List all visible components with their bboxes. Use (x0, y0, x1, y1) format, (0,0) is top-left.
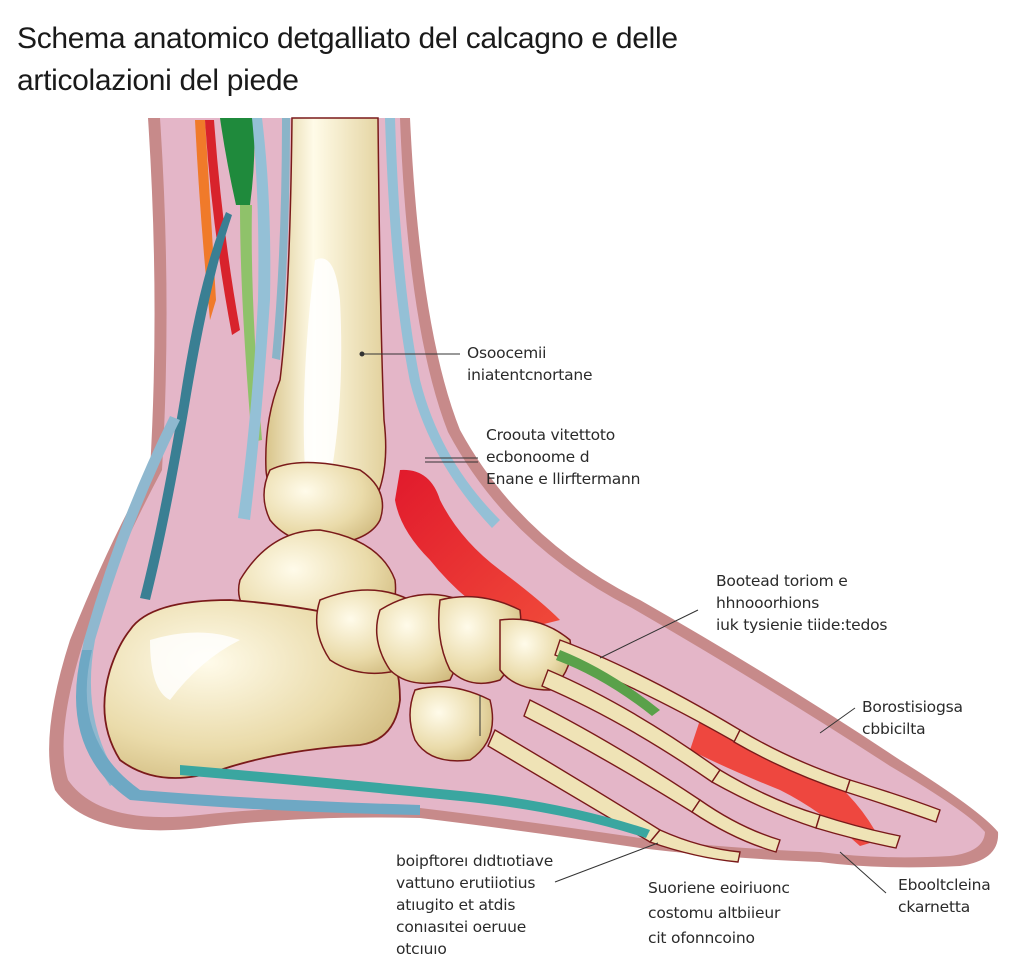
label-line: hhnooorhions (716, 594, 820, 612)
label-line: cbbicilta (862, 720, 926, 738)
label-line: Osoocemii (467, 344, 547, 362)
label-line: iuk tysienie tiide:tedos (716, 616, 888, 634)
label-ankle-ligament: Croouta vitettoto ecbonoome d Enane e ll… (486, 424, 641, 490)
label-line: Ebooltcleina (898, 876, 991, 894)
label-toe-flexor: Ebooltcleina ckarnetta (898, 874, 991, 918)
metatarsal-phalanx-bones (487, 639, 941, 863)
label-line: conıasıtei oeruue (396, 918, 527, 936)
ankle-ligament-red (395, 469, 560, 630)
label-line: atıugito et atdis (396, 896, 516, 914)
label-line: Bootead toriom e (716, 572, 848, 590)
label-line: otcıuıo (396, 940, 447, 958)
label-line: cit ofonncoino (648, 929, 755, 947)
label-line: iniatentcnortane (467, 366, 593, 384)
metatarsal-ligament-red (690, 720, 880, 846)
diagram-title: Schema anatomico detgalliato del calcagn… (17, 18, 777, 102)
leg-tendons-vessels (76, 118, 500, 815)
plantar-tendons (180, 650, 660, 838)
label-line: costomu altbiieur (648, 904, 781, 922)
midfoot-bones (315, 589, 572, 762)
label-line: vattuno erutiiotius (396, 874, 536, 892)
label-line: Enane e llirftermann (486, 470, 641, 488)
label-line: Borostisiogsa (862, 698, 963, 716)
leader-lines (359, 351, 887, 894)
tibia-bone (265, 117, 387, 515)
title-line-2: articolazioni del piede (17, 64, 299, 97)
label-line: boipftoreı dıdtıotiave (396, 852, 554, 870)
label-tibia: Osoocemii iniatentcnortane (467, 342, 593, 386)
label-plantar-fascia: boipftoreı dıdtıotiave vattuno erutiioti… (396, 850, 553, 960)
title-line-1: Schema anatomico detgalliato del calcagn… (17, 22, 678, 55)
label-dorsal-skin: Borostisiogsa cbbicilta (862, 696, 963, 740)
label-sesamoid: Suoriene eoiriuonc costomu altbiieur cit… (648, 876, 790, 951)
label-line: ckarnetta (898, 898, 971, 916)
label-line: ecbonoome d (486, 448, 590, 466)
label-line: Croouta vitettoto (486, 426, 616, 444)
label-line: Suoriene eoiriuonc (648, 879, 790, 897)
label-metatarsal-joints: Bootead toriom e hhnooorhions iuk tysien… (716, 570, 887, 636)
